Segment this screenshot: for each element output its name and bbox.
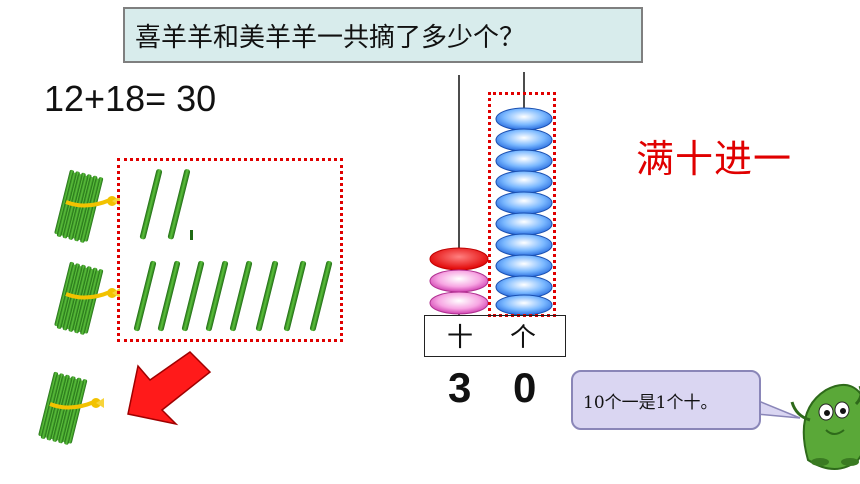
rule-text: 满十进一	[636, 137, 793, 181]
tens-label: 十	[447, 323, 474, 353]
arrow-icon	[127, 351, 212, 426]
loose-sticks-highlight	[117, 158, 343, 342]
speech-bubble: 10个一是1个十。	[571, 370, 761, 430]
ones-label: 个	[510, 323, 537, 353]
stick-bundle-icon	[52, 167, 123, 246]
question-banner: 喜羊羊和美羊羊一共摘了多少个？	[123, 7, 643, 63]
tens-digit: 3	[448, 364, 472, 411]
speech-bubble-text: 10个一是1个十。	[583, 392, 718, 413]
question-text: 喜羊羊和美羊羊一共摘了多少个？	[135, 22, 526, 53]
ones-digit: 0	[513, 364, 537, 411]
loose-sticks-row2	[133, 260, 333, 332]
ones-beads	[495, 107, 553, 316]
place-value-box	[424, 315, 566, 357]
mascot-icon	[790, 384, 860, 470]
stick-bundle-icon	[36, 369, 107, 448]
equation-text: 12+18= 30	[44, 78, 217, 119]
tens-beads	[429, 247, 489, 315]
stick-bundle-icon	[52, 259, 123, 338]
ones-beads-highlight	[488, 92, 556, 317]
loose-sticks-row1	[139, 169, 193, 240]
